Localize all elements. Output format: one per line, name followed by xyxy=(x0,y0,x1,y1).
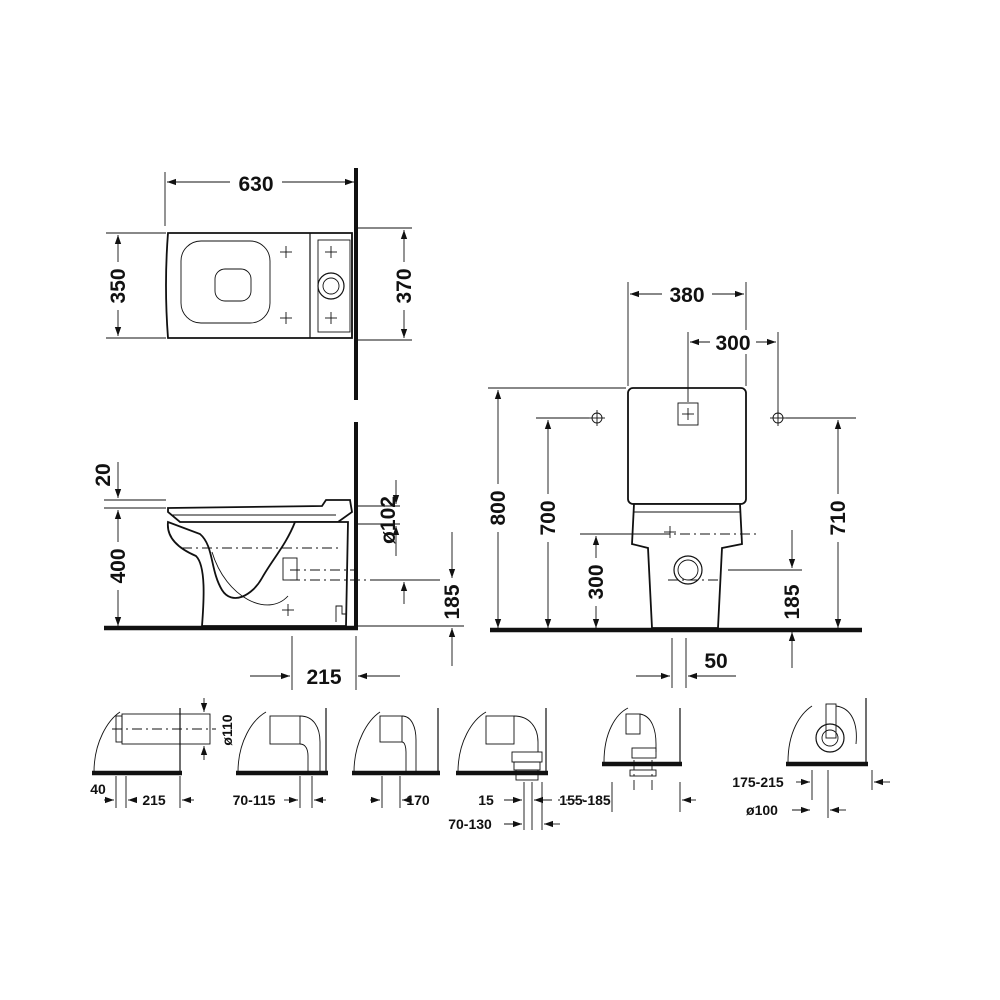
side-view: 20 400 ø102 185 215 xyxy=(92,422,466,690)
variant3-length-label: 170 xyxy=(406,792,430,808)
variant6-pipe-label: ø100 xyxy=(746,802,778,818)
connection-variant-1: ø110 40 215 xyxy=(90,698,235,808)
variant1-pipe-label: ø110 xyxy=(219,714,235,745)
connection-variant-4: 15 70-130 xyxy=(448,708,560,832)
connection-variant-5: 155-185 xyxy=(550,707,696,812)
fixing-height-label: 700 xyxy=(537,500,560,535)
front-outlet-offset-label: 50 xyxy=(704,650,727,673)
front-view: 380 300 800 700 300 710 18 xyxy=(486,282,862,688)
variant4-range-label: 70-130 xyxy=(448,816,492,832)
cistern-height-label: 710 xyxy=(827,500,850,535)
top-depth-right-label: 370 xyxy=(393,268,416,303)
total-height-label: 800 xyxy=(487,490,510,525)
top-view: 630 350 370 xyxy=(105,168,418,400)
front-outlet-height-label: 185 xyxy=(781,584,804,619)
connection-variant-2: 70-115 xyxy=(233,708,328,808)
top-view-outline xyxy=(165,232,353,339)
seat-height-label: 400 xyxy=(107,548,130,583)
side-fixing-cross xyxy=(282,604,294,616)
side-outlet-offset-label: 215 xyxy=(306,666,341,689)
front-width-label: 380 xyxy=(669,284,704,307)
fixing-spacing-label: 300 xyxy=(715,332,750,355)
front-bowl xyxy=(631,503,743,629)
top-depth-left-label: 350 xyxy=(107,268,130,303)
side-bowl xyxy=(167,520,349,627)
connection-variant-6: 175-215 ø100 xyxy=(732,698,890,818)
seat-gap-label: 20 xyxy=(92,463,115,486)
connection-variant-3: 170 xyxy=(352,708,440,808)
fixing-crosses-top xyxy=(280,246,337,324)
variant1-length-label: 215 xyxy=(142,792,166,808)
variant6-range-label: 175-215 xyxy=(732,774,784,790)
variant2-length-label: 70-115 xyxy=(233,792,276,808)
front-cistern xyxy=(627,387,747,505)
variant5-range-label: 155-185 xyxy=(559,792,611,808)
lower-fixing-height-label: 300 xyxy=(585,564,608,599)
floor-bracket xyxy=(335,605,347,622)
variant4-gap-label: 15 xyxy=(478,792,494,808)
side-outlet-height-label: 185 xyxy=(441,584,464,619)
variant1-offset-label: 40 xyxy=(90,781,106,797)
side-seat xyxy=(167,499,353,523)
top-width-label: 630 xyxy=(238,173,273,196)
inlet-diameter-label: ø102 xyxy=(377,496,400,544)
